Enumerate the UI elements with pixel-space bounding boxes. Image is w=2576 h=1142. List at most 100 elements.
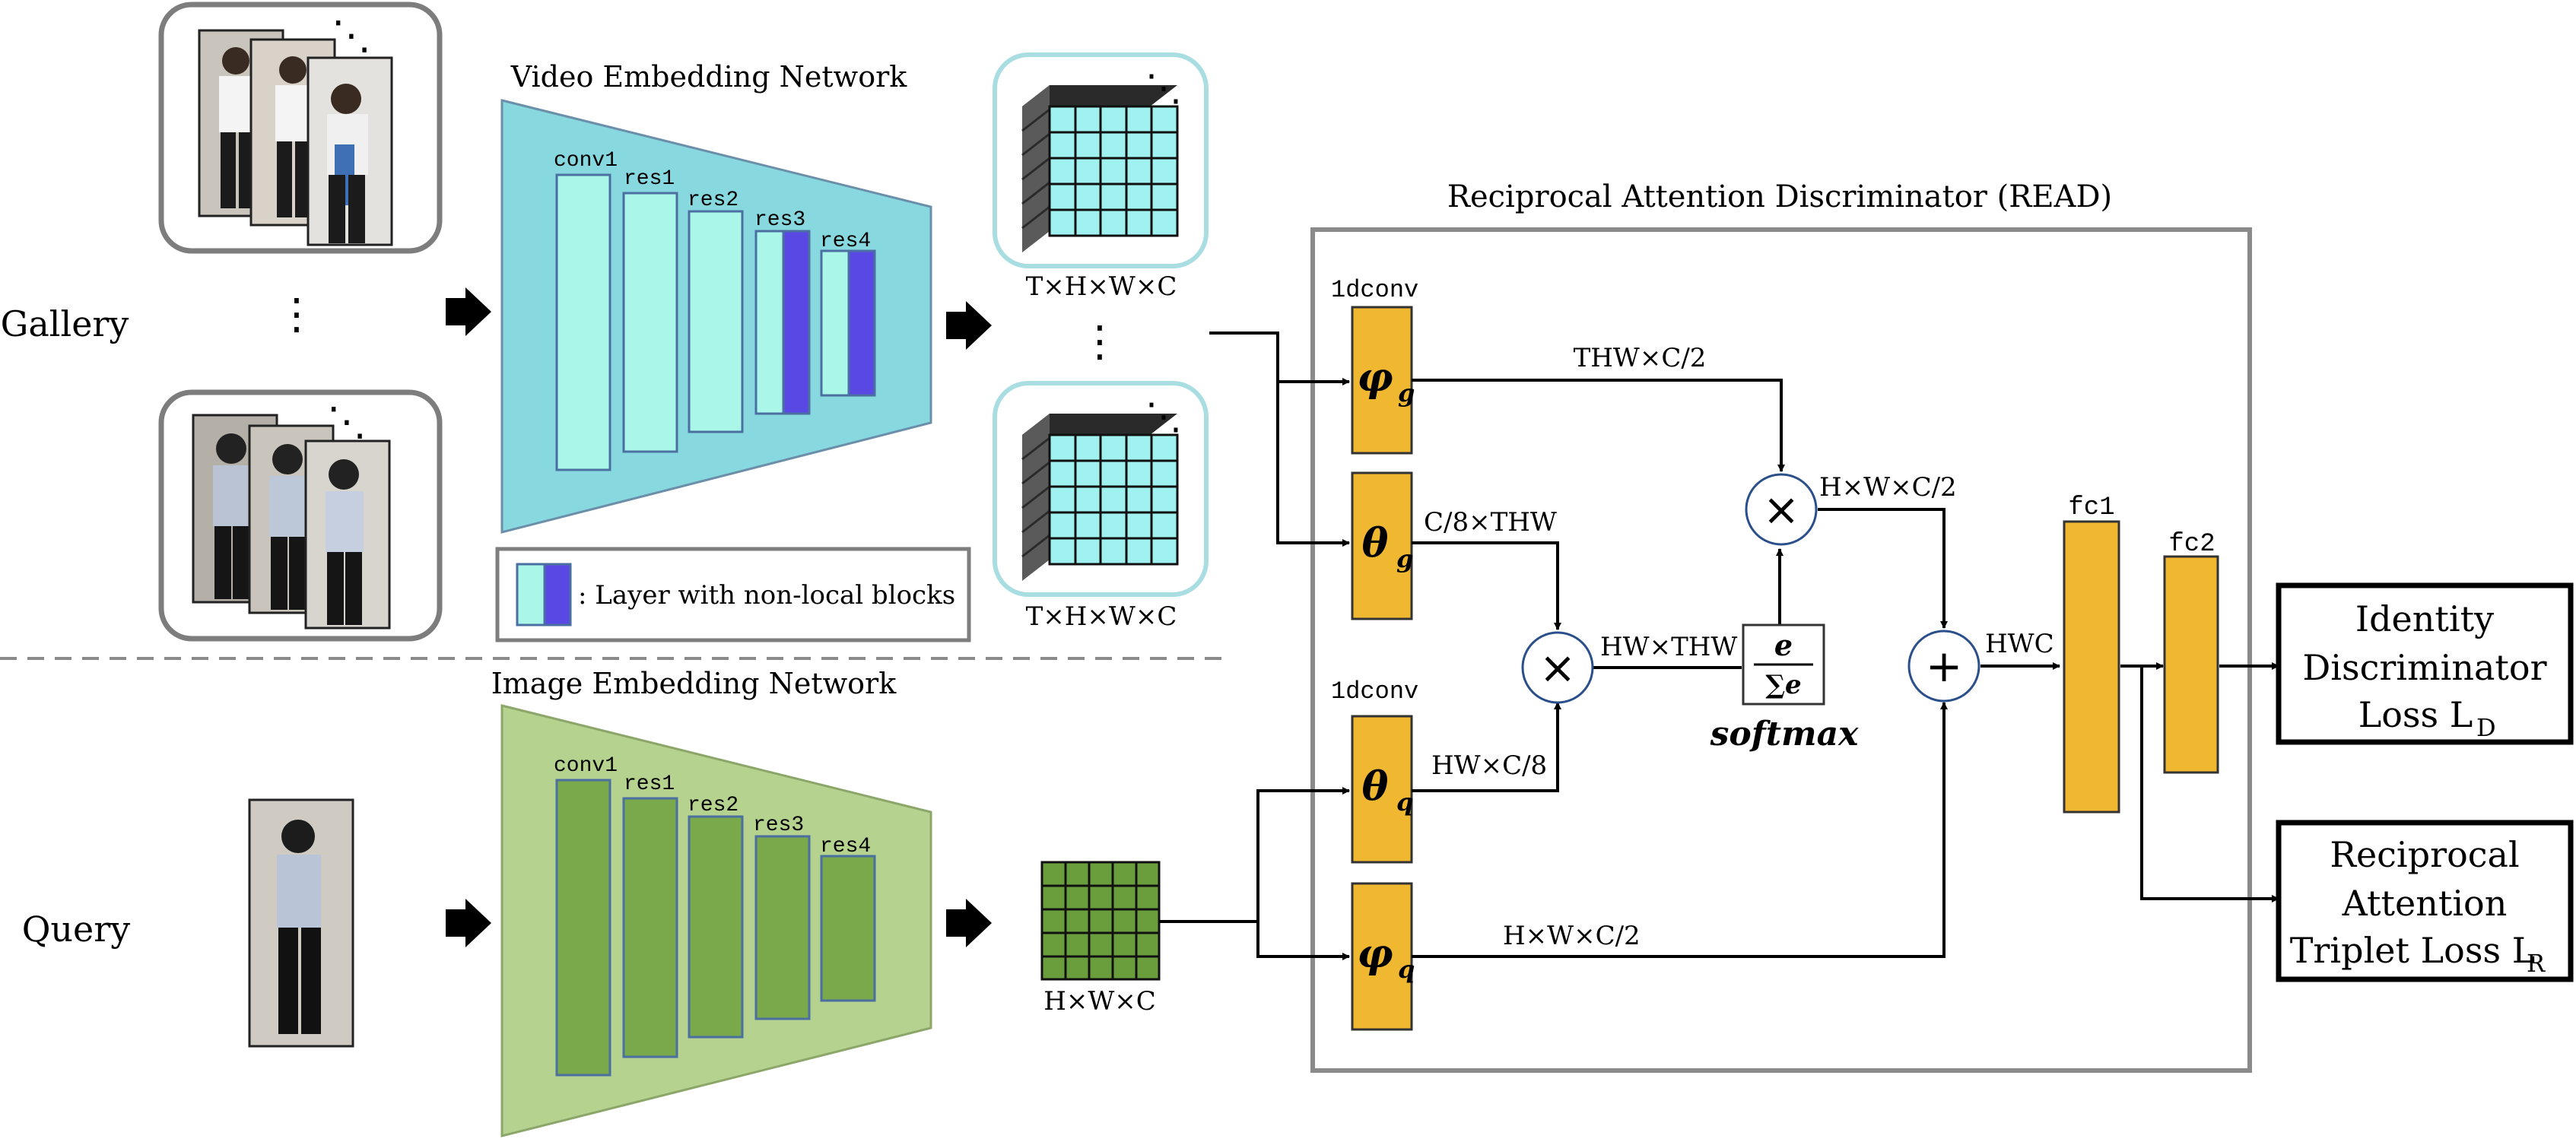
softmax-denominator: ∑e (1765, 670, 1801, 700)
edge-label-theta-g: C/8×THW (1424, 507, 1557, 538)
identity-loss-line1: Identity (2355, 598, 2494, 639)
svg-text:φ: φ (1357, 931, 1393, 977)
multiply-symbol: × (1539, 642, 1577, 693)
fc2-label: fc2 (2168, 530, 2215, 559)
triplet-loss-box: Reciprocal Attention Triplet Loss L R (2276, 820, 2574, 982)
query-label: Query (22, 909, 131, 950)
multiply-operator-1: × (1521, 631, 1594, 704)
fc1-label: fc1 (2068, 493, 2114, 522)
video-tensor-bottom-label: T×H×W×C (1026, 601, 1177, 632)
sequence-more-dots-1: ⋱ (332, 13, 371, 59)
nonlocal-legend: : Layer with non-local blocks (495, 547, 971, 642)
edge-label-phi-g: THW×C/2 (1574, 343, 1707, 373)
triplet-loss-line3: Triplet Loss L (2290, 930, 2536, 971)
video-layer-label: res3 (754, 208, 805, 232)
image-output-arrow (946, 899, 992, 947)
gallery-sequence-1: ⋱ (158, 2, 443, 254)
gallery-sequence-2: ⋱ (158, 389, 443, 642)
identity-loss-subscript: D (2476, 713, 2496, 742)
video-layer-label: res2 (688, 189, 738, 212)
image-layer-res3: res3 (753, 814, 811, 1020)
read-module-frame (1310, 227, 2252, 1073)
edge-label-mult1: HW×THW (1600, 632, 1737, 662)
edge-label-mult2: H×W×C/2 (1819, 472, 1957, 503)
edge-label-theta-q: HW×C/8 (1431, 750, 1547, 781)
image-layer-label: res4 (820, 835, 871, 858)
image-layer-res1: res1 (622, 772, 678, 1058)
video-network-title: Video Embedding Network (510, 60, 908, 94)
identity-loss-box: Identity Discriminator Loss L D (2276, 582, 2574, 745)
conv-label-bottom: 1dconv (1331, 677, 1418, 706)
theta-q-symbol: θ (1362, 763, 1389, 810)
identity-loss-line3: Loss L (2358, 694, 2473, 735)
video-layer-res4: res4 (820, 230, 876, 397)
theta-q-block: θ q (1351, 715, 1413, 864)
image-tensor-grid (1040, 861, 1161, 981)
phi-g-symbol: φ (1357, 354, 1393, 401)
multiply-symbol: × (1763, 484, 1800, 535)
video-tensor-top-label: T×H×W×C (1026, 271, 1177, 302)
query-photo (248, 798, 354, 1048)
video-layer-res3: res3 (754, 208, 811, 415)
query-input-arrow (446, 899, 491, 947)
video-layer-res1: res1 (622, 167, 678, 453)
phi-q-block: φ q (1351, 882, 1415, 1031)
query-input-connector (1159, 787, 1350, 960)
feature-cube-icon (1021, 414, 1179, 581)
theta-q-subscript: q (1396, 788, 1413, 817)
phi-g-block: φ g (1351, 306, 1415, 455)
image-layer-label: res2 (688, 794, 738, 817)
svg-text:θ: θ (1362, 520, 1389, 566)
edge-label-sum: HWC (1985, 629, 2054, 659)
tensor-more-dots: ⋱ (1145, 67, 1182, 109)
phi-g-subscript: g (1398, 379, 1415, 408)
nonlocal-block (847, 249, 876, 397)
image-layer-label: res1 (624, 772, 675, 796)
phi-q-subscript: q (1398, 955, 1415, 984)
svg-text:Triplet Loss L: Triplet Loss L (2290, 930, 2536, 971)
sequence-more-dots-2: ⋱ (327, 399, 367, 445)
svg-text:θ: θ (1362, 763, 1389, 810)
phi-q-symbol: φ (1357, 931, 1393, 977)
gallery-input-arrow (446, 287, 491, 336)
video-output-arrow (946, 301, 992, 350)
video-layer-label: res4 (820, 230, 871, 253)
svg-text:Loss L: Loss L (2358, 694, 2473, 735)
video-layer-conv1: conv1 (554, 149, 618, 471)
tensor-more-dots: ⋱ (1145, 395, 1182, 438)
video-layer-label: res1 (624, 167, 675, 191)
triplet-loss-line2: Attention (2342, 883, 2508, 924)
image-layer-label: res3 (753, 814, 804, 837)
image-layer-label: conv1 (554, 754, 618, 778)
tensor-vertical-dots: ⋮ (1078, 317, 1121, 366)
fc2-block (2163, 555, 2219, 774)
legend-text: : Layer with non-local blocks (578, 580, 955, 611)
image-layer-res4: res4 (820, 835, 876, 1002)
sum-operator: + (1907, 630, 1980, 703)
multiply-operator-2: × (1745, 473, 1818, 546)
image-tensor-label: H×W×C (1043, 986, 1156, 1017)
softmax-label: softmax (1710, 715, 1859, 753)
image-layer-conv1: conv1 (554, 754, 618, 1077)
feature-cube-icon (1021, 85, 1179, 252)
gallery-vertical-dots: ⋮ (275, 290, 318, 339)
edge-label-phi-q: H×W×C/2 (1503, 921, 1641, 951)
theta-g-symbol: θ (1362, 520, 1389, 566)
gallery-label: Gallery (1, 303, 129, 344)
softmax-block: e ∑e (1742, 623, 1825, 706)
video-layer-label: conv1 (554, 149, 618, 173)
softmax-numerator: e (1774, 628, 1793, 662)
nonlocal-block (782, 230, 811, 415)
video-layer-res2: res2 (688, 189, 744, 433)
read-edges (1412, 379, 2279, 958)
read-title: Reciprocal Attention Discriminator (READ… (1447, 179, 2112, 214)
video-tensor-bottom: ⋱ (993, 381, 1209, 597)
triplet-loss-line1: Reciprocal (2330, 834, 2519, 875)
image-network-title: Image Embedding Network (491, 667, 897, 700)
person-photo-2c (304, 439, 391, 630)
theta-g-subscript: g (1396, 544, 1413, 573)
plus-symbol: + (1926, 640, 1963, 692)
image-layer-res2: res2 (688, 794, 744, 1039)
identity-loss-line2: Discriminator (2302, 647, 2546, 688)
